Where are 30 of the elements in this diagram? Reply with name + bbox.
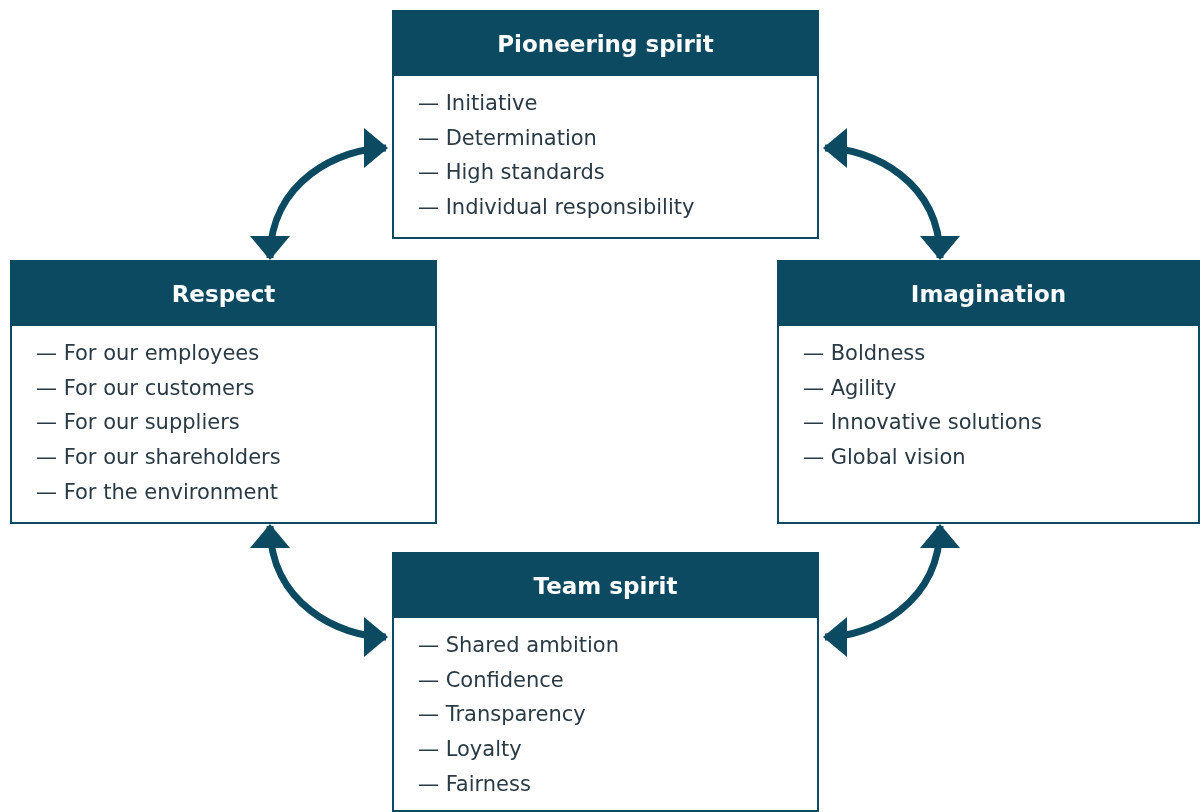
list-item: — For our shareholders	[36, 444, 282, 472]
list-item: — Boldness	[803, 340, 927, 367]
list-item: — Fairness	[418, 770, 532, 798]
list-item: — For the environment	[36, 478, 280, 506]
list-item: — Loyalty	[418, 736, 523, 764]
list-item: — For our employees	[36, 340, 261, 367]
list-item: — High standards	[418, 159, 606, 187]
list-item: — Individual responsibility	[418, 194, 696, 222]
value-card	[392, 10, 819, 239]
list-item: — For our customers	[36, 374, 256, 402]
list-item: — Confidence	[418, 666, 565, 694]
list-item: — Shared ambition	[418, 632, 620, 659]
list-item: — Innovative solutions	[803, 409, 1043, 437]
list-item: — Agility	[803, 374, 898, 402]
list-item: — For our suppliers	[36, 409, 241, 437]
curved-double-arrow	[823, 129, 959, 260]
card-heading: Team spirit	[394, 554, 817, 618]
value-card	[392, 552, 819, 812]
curved-double-arrow	[251, 524, 388, 656]
card-heading: Pioneering spirit	[394, 12, 817, 76]
curved-double-arrow	[251, 129, 388, 260]
curved-double-arrow	[823, 524, 959, 656]
value-card	[10, 260, 437, 524]
card-heading: Respect	[12, 262, 435, 326]
value-card	[777, 260, 1200, 524]
list-item: — Initiative	[418, 90, 539, 117]
list-item: — Determination	[418, 124, 598, 152]
list-item: — Global vision	[803, 444, 967, 472]
list-item: — Transparency	[418, 701, 587, 729]
card-heading: Imagination	[779, 262, 1198, 326]
